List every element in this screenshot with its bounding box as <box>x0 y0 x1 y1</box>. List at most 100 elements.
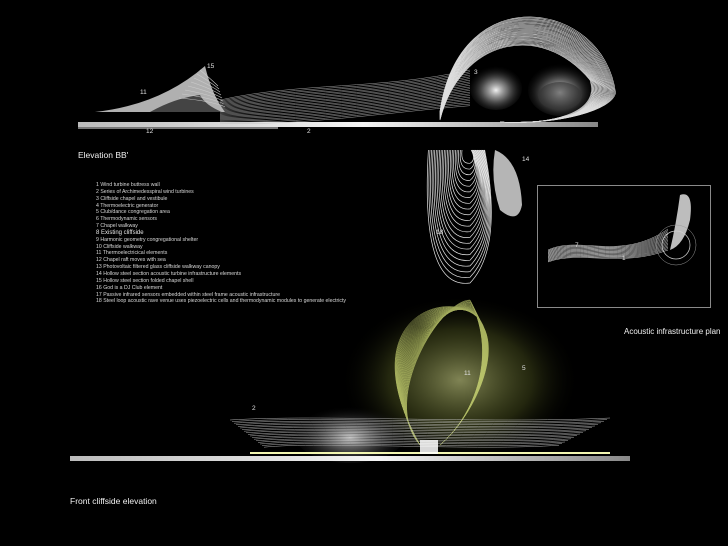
line-stroke <box>219 95 471 117</box>
callout-front-11: 11 <box>464 370 471 377</box>
line-stroke <box>446 149 482 215</box>
legend-item: 2 Series of Archimedesspiral wind turbin… <box>96 188 194 195</box>
legend-item: 1 Wind turbine buttress wall <box>96 182 160 188</box>
caption-elevation: Elevation BB' <box>78 150 129 160</box>
callout-14: 14 <box>522 156 530 163</box>
legend-item: 11 Thermoelectricical elements <box>96 250 168 257</box>
front-dome <box>295 407 405 463</box>
line-stroke <box>448 149 481 210</box>
legend-item: 10 Cliffside walkway <box>96 243 143 250</box>
legend-item: 14 Hollow steel section acoustic turbine… <box>96 270 242 277</box>
line-stroke <box>187 85 223 99</box>
line-stroke <box>547 238 669 256</box>
line-stroke <box>445 149 483 221</box>
line-stroke <box>453 149 479 193</box>
line-stroke <box>219 100 471 121</box>
line-stroke <box>547 235 669 255</box>
line-stroke <box>547 242 669 259</box>
line-stroke <box>547 234 669 254</box>
line-stroke <box>219 85 471 111</box>
line-stroke <box>219 102 471 122</box>
legend-item: 18 Steel loop acoustic rave venue uses p… <box>96 298 346 305</box>
buttress-wall <box>493 150 522 217</box>
elevation-deck <box>78 122 598 127</box>
callout-front-2: 2 <box>252 405 256 412</box>
plan-structure-lines <box>547 228 669 263</box>
line-stroke <box>436 149 487 250</box>
acoustic-plan-drawing <box>547 194 697 266</box>
elevation-bb-drawing <box>78 16 616 284</box>
front-core <box>420 440 438 454</box>
line-stroke <box>196 73 220 90</box>
legend-item: 5 Club/dance congregation area <box>96 209 170 216</box>
line-stroke <box>449 149 480 204</box>
line-stroke <box>219 81 471 108</box>
line-stroke <box>219 86 471 112</box>
line-stroke <box>547 244 669 260</box>
line-stroke <box>219 90 471 114</box>
line-stroke <box>430 149 490 273</box>
line-stroke <box>219 69 471 101</box>
legend-item: 8 Existing cliffside <box>96 229 144 236</box>
line-stroke <box>438 149 486 244</box>
line-stroke <box>229 417 611 421</box>
legend-item: 9 Harmonic geometry congregational shelt… <box>96 236 199 243</box>
legend-item: 15 Hollow steel section folded chapel sh… <box>96 277 194 284</box>
line-stroke <box>441 149 484 233</box>
line-stroke <box>219 103 471 123</box>
line-stroke <box>219 98 471 119</box>
line-stroke <box>547 246 669 261</box>
legend-item: 17 Passive infrared sensors embedded wit… <box>96 291 280 298</box>
line-stroke <box>451 149 479 198</box>
callout-15: 15 <box>207 63 215 70</box>
line-stroke <box>547 232 669 253</box>
callout-12: 12 <box>146 128 154 135</box>
line-stroke <box>426 149 492 284</box>
line-stroke <box>456 149 477 181</box>
caption-front-elevation: Front cliffside elevation <box>70 496 157 506</box>
plan-frame <box>537 185 711 308</box>
line-stroke <box>259 441 566 445</box>
elevation-deck-shadow <box>78 127 278 129</box>
legend-item: 7 Chapel walkway <box>96 223 138 230</box>
callout-2: 2 <box>307 128 311 135</box>
callout-plan-1: 1 <box>622 255 626 262</box>
line-stroke <box>547 231 669 252</box>
front-glow-halo <box>340 295 580 465</box>
line-stroke <box>190 81 222 96</box>
line-stroke <box>219 79 471 107</box>
line-stroke <box>454 149 478 187</box>
callout-18: 18 <box>436 229 444 236</box>
line-stroke <box>547 248 669 262</box>
line-stroke <box>261 443 563 446</box>
line-stroke <box>239 425 596 429</box>
line-stroke <box>219 96 471 118</box>
line-stroke <box>443 149 484 227</box>
line-stroke <box>199 69 219 87</box>
line-stroke <box>219 71 471 102</box>
line-stroke <box>547 241 669 258</box>
line-stroke <box>547 230 669 252</box>
line-stroke <box>193 77 221 93</box>
turbine-ribbons <box>219 69 471 124</box>
dome-crowd <box>538 82 582 110</box>
line-stroke <box>547 228 669 251</box>
front-deck <box>70 456 630 461</box>
legend-item: 16 God is a DJ Club element <box>96 284 163 291</box>
legend-item: 3 Cliffside chapel and vestibule <box>96 195 168 202</box>
acoustic-loop-structure <box>439 16 616 123</box>
line-stroke <box>440 149 485 238</box>
line-stroke <box>439 16 616 123</box>
line-stroke <box>219 88 471 113</box>
legend-item: 6 Thermodynamic sensors <box>96 216 158 223</box>
line-stroke <box>219 105 471 124</box>
line-stroke <box>219 83 471 110</box>
line-stroke <box>459 149 475 170</box>
legend-item: 4 Thermoelectric generator <box>96 202 159 209</box>
chapel-interior <box>150 95 222 112</box>
line-stroke <box>241 427 593 430</box>
line-stroke <box>547 239 669 257</box>
front-elevation-drawing <box>70 295 630 465</box>
